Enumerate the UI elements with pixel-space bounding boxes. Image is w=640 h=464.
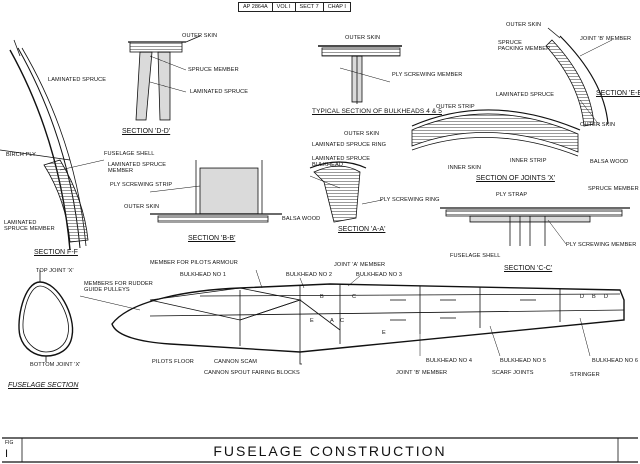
label-section-ff: SECTION F-F xyxy=(34,249,78,256)
label-outer-skin-top: OUTER SKIN xyxy=(182,33,218,39)
label-member-pilots-armour: MEMBER FOR PILOTS ARMOUR xyxy=(150,260,238,266)
label-cannon-spout: CANNON SPOUT FAIRING BLOCKS xyxy=(204,370,300,376)
label-outer-skin-bh: OUTER SKIN xyxy=(345,35,381,41)
label-outer-strip: OUTER STRIP xyxy=(436,104,475,110)
label-spruce-packing-member: SPRUCE PACKING MEMBER xyxy=(498,40,551,52)
label-ply-screwing-ring: PLY SCREWING RING xyxy=(380,197,440,203)
section-mark-a: A xyxy=(330,318,334,324)
label-laminated-spruce-ring: LAMINATED SPRUCE RING xyxy=(312,142,387,148)
fuselage-side-view xyxy=(111,283,625,365)
label-balsa-wood-x: BALSA WOOD xyxy=(590,159,629,165)
label-ply-screwing-strip: PLY SCREWING STRIP xyxy=(110,182,173,188)
label-members-rudder: MEMBERS FOR RUDDER GUIDE PULLEYS xyxy=(84,281,153,293)
fuselage-cross-section xyxy=(18,270,74,362)
ref-sect: SECT 7 xyxy=(294,3,323,11)
label-outer-skin-a: OUTER SKIN xyxy=(344,131,380,137)
label-joint-b-member: JOINT 'B' MEMBER xyxy=(396,370,448,376)
label-section-dd: SECTION 'D-D' xyxy=(122,128,171,135)
label-balsa-wood-b: BALSA WOOD xyxy=(282,216,321,222)
label-bulkhead-2: BULKHEAD No 2 xyxy=(286,272,333,278)
ref-chap: CHAP I xyxy=(322,3,350,11)
bulkhead-section-drawing xyxy=(318,45,402,104)
label-cannon-scam: CANNON SCAM xyxy=(214,359,258,365)
ref-vol: VOL I xyxy=(271,3,295,11)
section-cc-drawing xyxy=(440,207,630,246)
section-mark-e2: E xyxy=(310,318,314,324)
label-bulkhead-4: BULKHEAD No 4 xyxy=(426,358,473,364)
label-spruce-member-top: SPRUCE MEMBER xyxy=(188,67,239,73)
section-mark-d: D xyxy=(580,294,585,300)
label-bulkhead-1: BULKHEAD No 1 xyxy=(180,272,227,278)
label-laminated-spruce-d: LAMINATED SPRUCE xyxy=(190,89,249,95)
section-dd-drawing xyxy=(128,35,201,121)
page-title: FUSELAGE CONSTRUCTION xyxy=(213,443,447,459)
fig-number: I xyxy=(5,448,9,460)
section-ff-drawing xyxy=(0,39,89,251)
label-joint-b-member-e: JOINT 'B' MEMBER xyxy=(580,36,632,42)
section-aa-drawing xyxy=(309,161,367,223)
label-fuselage-shell-f: FUSELAGE SHELL xyxy=(104,151,155,157)
section-mark-c2: C xyxy=(340,318,345,324)
label-laminated-spruce-bulkhead: LAMINATED SPRUCE BULKHEAD xyxy=(312,156,371,168)
label-fuselage-shell-c: FUSELAGE SHELL xyxy=(450,253,501,259)
label-bulkhead-5: BULKHEAD No 5 xyxy=(500,358,547,364)
label-bulkhead-3: BULKHEAD No 3 xyxy=(356,272,403,278)
section-bb-drawing xyxy=(150,160,282,223)
label-section-bb: SECTION 'B-B' xyxy=(188,235,236,242)
section-mark-e: E xyxy=(382,330,386,336)
label-ply-strap: PLY STRAP xyxy=(496,192,528,198)
section-mark-b2: B xyxy=(592,294,596,300)
label-pilots-floor: PILOTS FLOOR xyxy=(152,359,194,365)
label-joint-a-member: JOINT 'A' MEMBER xyxy=(334,262,386,268)
label-top-joint-x: TOP JOINT 'X' xyxy=(36,268,74,274)
label-laminated-spruce-x: LAMINATED SPRUCE xyxy=(496,92,555,98)
label-outer-skin-x: OUTER SKIN xyxy=(580,122,616,128)
joint-x-section-drawing xyxy=(411,109,581,157)
label-section-joints-x: SECTION OF JOINTS 'X' xyxy=(476,175,555,182)
title-block xyxy=(2,437,638,463)
label-bulkhead-6: BULKHEAD No 6 xyxy=(592,358,639,364)
label-inner-skin: INNER SKIN xyxy=(448,165,482,171)
ref-ap: AP 2864A xyxy=(243,4,268,10)
label-ply-screwing-member-bh: PLY SCREWING MEMBER xyxy=(392,72,463,78)
section-mark-b: B xyxy=(320,294,324,300)
label-laminated-spruce-member-f: LAMINATED SPRUCE MEMBER xyxy=(108,162,167,174)
section-mark-c: C xyxy=(352,294,357,300)
label-inner-strip: INNER STRIP xyxy=(510,158,547,164)
fig-label: FIG xyxy=(5,440,14,446)
label-birch-ply: BIRCH PLY xyxy=(6,152,37,158)
label-scarf-joints: SCARF JOINTS xyxy=(492,370,534,376)
leader-lines xyxy=(59,39,613,357)
label-section-aa: SECTION 'A-A' xyxy=(338,226,386,233)
label-fuselage-section: FUSELAGE SECTION xyxy=(8,382,79,389)
section-mark-d2: D xyxy=(604,294,609,300)
label-bottom-joint-x: BOTTOM JOINT 'X' xyxy=(30,362,81,368)
label-laminated-spruce-member-ff: LAMINATED SPRUCE MEMBER xyxy=(4,220,55,232)
label-section-ee: SECTION 'E-E' xyxy=(596,90,640,97)
label-laminated-spruce-left: LAMINATED SPRUCE xyxy=(48,77,107,83)
drawing-reference-box: AP 2864A VOL I SECT 7 CHAP I xyxy=(238,2,351,12)
section-ee-drawing xyxy=(545,27,609,127)
label-spruce-member-c: SPRUCE MEMBER xyxy=(588,186,639,192)
label-typical-section: TYPICAL SECTION OF BULKHEADS 4 & 5 xyxy=(312,108,442,115)
label-outer-skin-e: OUTER SKIN xyxy=(506,22,542,28)
label-stringer: STRINGER xyxy=(570,372,600,378)
label-outer-skin-b: OUTER SKIN xyxy=(124,204,160,210)
label-section-cc: SECTION 'C-C' xyxy=(504,265,553,272)
label-ply-screwing-member-c: PLY SCREWING MEMBER xyxy=(566,242,637,248)
